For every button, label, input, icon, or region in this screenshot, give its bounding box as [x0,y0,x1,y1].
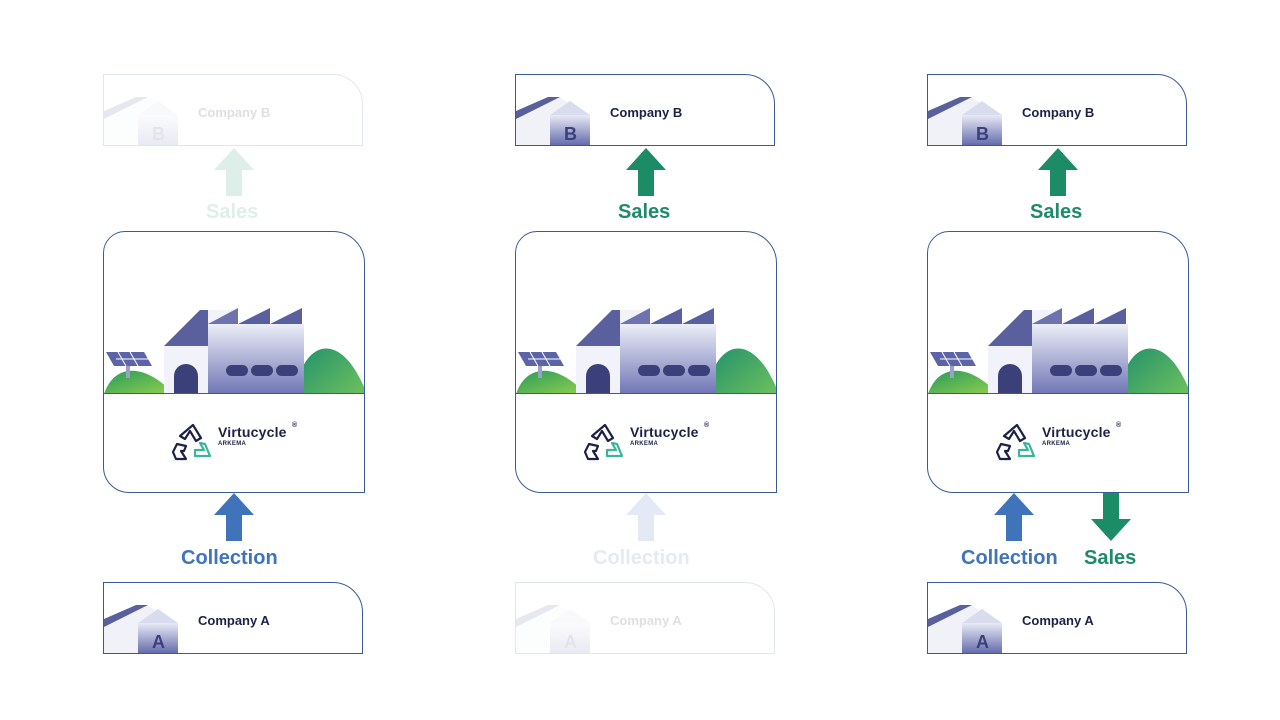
arrow-up-icon [994,493,1034,541]
brand-name: Virtucycle [1042,424,1111,440]
svg-text:A: A [564,632,577,652]
brand-mark: ® [1116,422,1122,429]
company-b-box: B Company B [927,74,1187,146]
arrow-up-icon [626,148,666,196]
panel-3: B Company B Sales [927,0,1189,720]
panel-2: B Company B Sales [515,0,777,720]
solar-panel-icon [106,351,152,378]
company-b-label: Company B [610,105,683,120]
brand-sub: ARKEMA [630,441,659,447]
arrow-up-icon [214,148,254,196]
svg-text:B: B [976,124,989,144]
svg-text:A: A [152,632,165,652]
solar-panel-icon [930,351,976,378]
virtucycle-logo: Virtucycle ® ARKEMA [172,422,302,464]
panel-1: B Company B Sales [103,0,365,720]
house-icon: A [104,605,178,653]
company-b-box: B Company B [515,74,775,146]
company-a-box: A Company A [515,582,775,654]
company-b-box: B Company B [103,74,363,146]
company-a-label: Company A [198,613,270,628]
svg-text:B: B [152,124,165,144]
virtucycle-box: Virtucycle ® ARKEMA [103,231,365,493]
brand-mark: ® [292,422,298,429]
virtucycle-logo: Virtucycle ® ARKEMA [996,422,1126,464]
arrow-up-icon [1038,148,1078,196]
house-icon: B [516,97,590,145]
arrow-down-icon [1091,493,1131,541]
factory-icon [104,308,364,394]
collection-label: Collection [181,547,278,569]
company-a-box: A Company A [103,582,363,654]
recycle-icon [172,423,212,461]
company-a-label: Company A [610,613,682,628]
collection-label: Collection [593,547,690,569]
brand-sub: ARKEMA [218,441,247,447]
sales-label: Sales [206,201,259,223]
company-a-box: A Company A [927,582,1187,654]
factory-icon [516,308,776,394]
company-b-label: Company B [198,105,271,120]
company-a-label: Company A [1022,613,1094,628]
solar-panel-icon [518,351,564,378]
brand-name: Virtucycle [218,424,287,440]
house-icon: A [928,605,1002,653]
collection-label: Collection [961,547,1058,569]
arrow-up-icon [214,493,254,541]
sales-label: Sales [1030,201,1083,223]
house-icon: A [516,605,590,653]
arrow-up-icon [626,493,666,541]
company-b-label: Company B [1022,105,1095,120]
brand-mark: ® [704,422,710,429]
svg-text:B: B [564,124,577,144]
virtucycle-box: Virtucycle ® ARKEMA [927,231,1189,493]
svg-text:A: A [976,632,989,652]
recycle-icon [584,423,624,461]
virtucycle-box: Virtucycle ® ARKEMA [515,231,777,493]
house-icon: B [104,97,178,145]
virtucycle-logo: Virtucycle ® ARKEMA [584,422,714,464]
brand-name: Virtucycle [630,424,699,440]
factory-icon [928,308,1188,394]
house-icon: B [928,97,1002,145]
brand-sub: ARKEMA [1042,441,1071,447]
sales-label: Sales [618,201,671,223]
recycle-icon [996,423,1036,461]
sales-down-label: Sales [1084,547,1137,569]
